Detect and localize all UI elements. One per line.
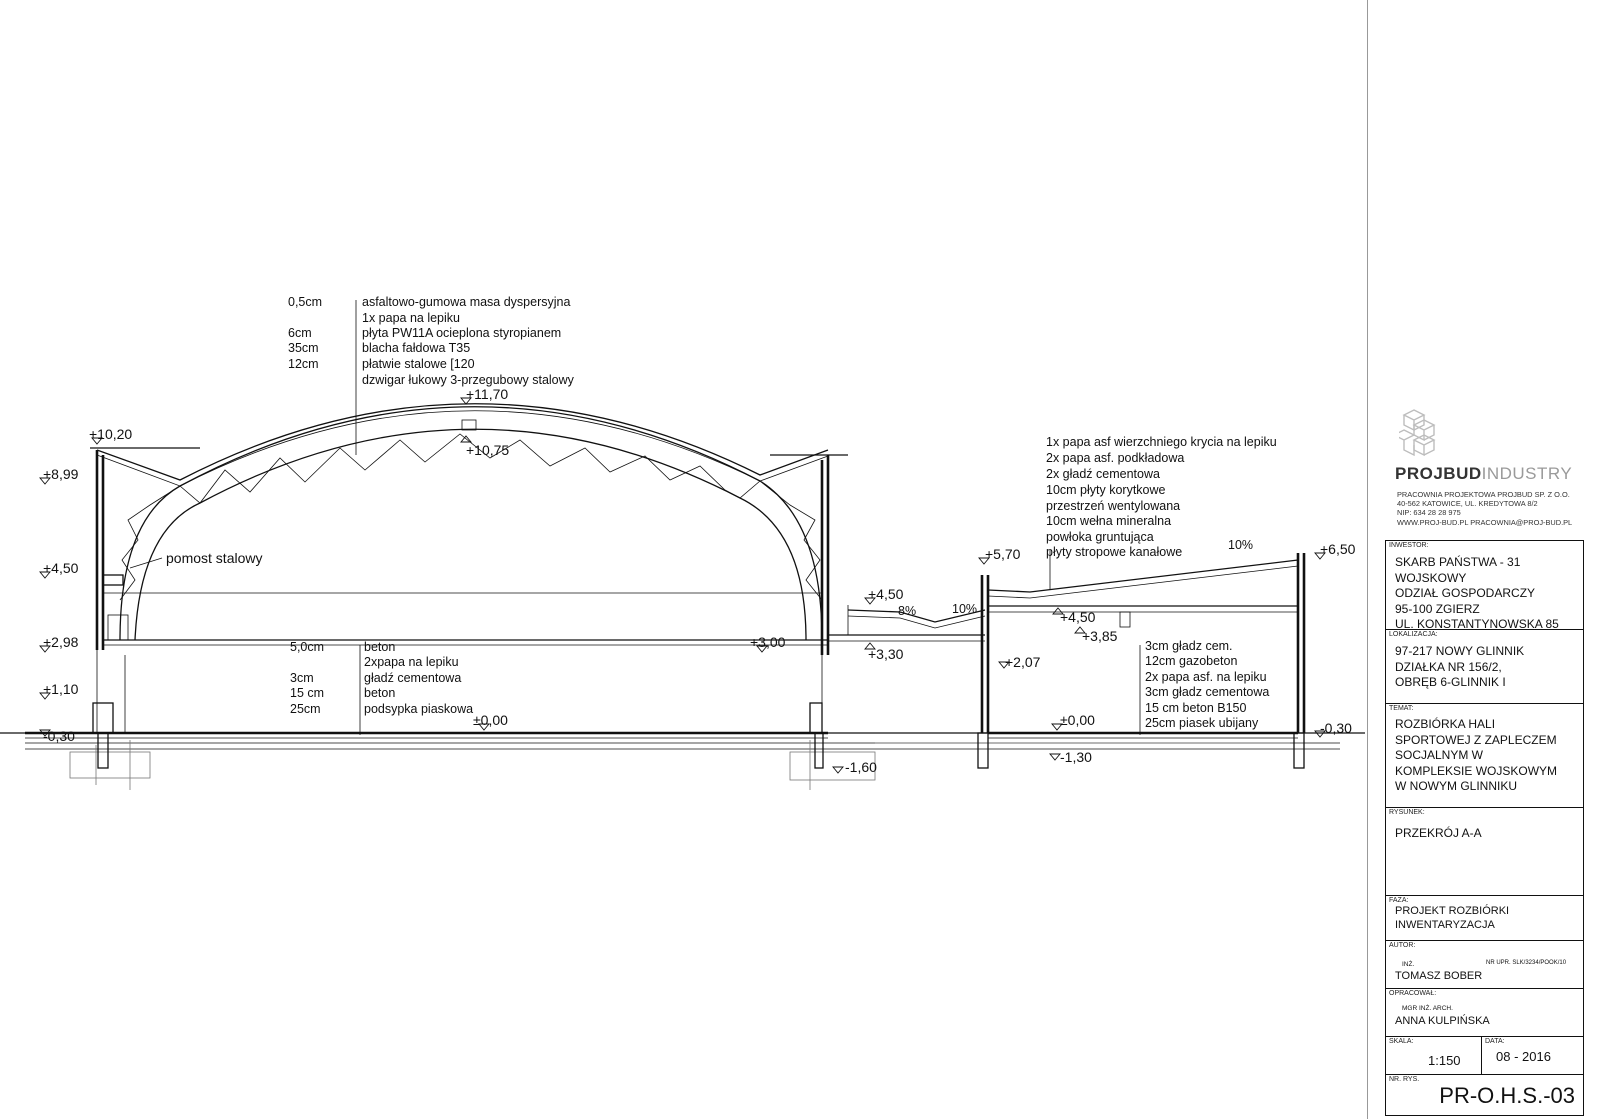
annex-roof-layer: 10cm wełna mineralna: [1046, 514, 1171, 528]
roof-layer-desc: 1x papa na lepiku: [362, 311, 460, 325]
annex-roof-layer: powłoka gruntująca: [1046, 530, 1154, 544]
annex-roof-layer: 10cm płyty korytkowe: [1046, 483, 1166, 497]
level-450-left: +4,50: [43, 560, 79, 576]
annex-roof-layer: 2x papa asf. podkładowa: [1046, 451, 1184, 465]
roof-layer-thickness: 0,5cm: [288, 295, 322, 309]
author-section: AUTOR: INŻ. NR UPR. SLK/3234/POOK/10 TOM…: [1386, 941, 1583, 989]
subject-section: TEMAT: ROZBIÓRKA HALI SPORTOWEJ Z ZAPLEC…: [1386, 704, 1583, 808]
level-450-annex: +4,50: [1060, 609, 1096, 625]
floor-layer-desc: 2xpapa na lepiku: [364, 655, 459, 669]
level-1020: +10,20: [89, 426, 132, 442]
level-450-connector: +4,50: [868, 586, 904, 602]
annex-floor-layer: 3cm gładz cem.: [1145, 639, 1233, 653]
roof-layer-desc: płyta PW11A ocieplona styropianem: [362, 326, 561, 340]
drawing-number: PR-O.H.S.-03: [1439, 1083, 1575, 1108]
roof-layer-desc: płatwie stalowe [120: [362, 357, 475, 371]
annex-floor-layer: 3cm gładz cementowa: [1145, 685, 1269, 699]
phase-section: FAZA: PROJEKT ROZBIÓRKI INWENTARYZACJA: [1386, 896, 1583, 941]
roof-layer-thickness: 12cm: [288, 357, 319, 371]
roof-layer-thickness: 6cm: [288, 326, 312, 340]
floor-layer-desc: beton: [364, 686, 395, 700]
annex-floor-layer: 2x papa asf. na lepiku: [1145, 670, 1267, 684]
level-110: +1,10: [43, 681, 79, 697]
floor-layer-thickness: 25cm: [290, 702, 321, 716]
floor-layer-desc: gładź cementowa: [364, 671, 461, 685]
level-minus130: -1,30: [1060, 749, 1092, 765]
floor-layer-desc: beton: [364, 640, 395, 654]
annex-floor-legend: 3cm gładz cem. 12cm gazobeton 2x papa as…: [1145, 639, 1269, 730]
floor-layer-desc: podsypka piaskowa: [364, 702, 473, 716]
level-650: +6,50: [1320, 541, 1356, 557]
annex-roof-layer: 1x papa asf wierzchniego krycia na lepik…: [1046, 435, 1277, 449]
level-207: +2,07: [1005, 654, 1041, 670]
investor-section: INWESTOR: SKARB PAŃSTWA - 31 WOJSKOWY OD…: [1386, 541, 1583, 631]
prepared-by-section: OPRACOWAŁ: MGR INŻ. ARCH. ANNA KULPIŃSKA: [1386, 989, 1583, 1037]
floor-layer-thickness: 15 cm: [290, 686, 324, 700]
sheet-border: [1367, 0, 1368, 1119]
connector-section: [828, 605, 986, 642]
level-minus030-right: -0,30: [1320, 720, 1352, 736]
level-570: +5,70: [985, 546, 1021, 562]
company-address: PRACOWNIA PROJEKTOWA PROJBUD SP. Z O.O. …: [1397, 490, 1573, 527]
roof-layer-desc: dzwigar łukowy 3-przegubowy stalowy: [362, 373, 575, 387]
title-block: INWESTOR: SKARB PAŃSTWA - 31 WOJSKOWY OD…: [1385, 540, 1584, 1116]
level-298: +2,98: [43, 634, 79, 650]
annex-roof-layer: płyty stropowe kanałowe: [1046, 545, 1182, 559]
company-logo-block: PROJBUDINDUSTRY PRACOWNIA PROJEKTOWA PRO…: [1385, 408, 1584, 533]
brand-name: PROJBUDINDUSTRY: [1395, 464, 1573, 483]
level-330: +3,30: [868, 646, 904, 662]
level-899: +8,99: [43, 466, 79, 482]
roof-layers-legend: 0,5cm asfaltowo-gumowa masa dyspersyjna …: [288, 295, 575, 387]
drawing-section: RYSUNEK: PRZEKRÓJ A-A: [1386, 808, 1583, 896]
roof-layer-thickness: 35cm: [288, 341, 319, 355]
ground-lines: [0, 732, 1365, 790]
pomost-label: pomost stalowy: [166, 550, 262, 566]
annex-section: [977, 550, 1306, 769]
level-1075: +10,75: [466, 442, 509, 458]
floor-layers-legend: 5,0cm beton 2xpapa na lepiku 3cm gładź c…: [290, 640, 473, 716]
sports-hall-section: [25, 300, 848, 769]
level-300: +3,00: [750, 634, 786, 650]
level-markers: [39, 397, 1326, 774]
annex-floor-layer: 25cm piasek ubijany: [1145, 716, 1259, 730]
annex-floor-layer: 12cm gazobeton: [1145, 654, 1237, 668]
slope-10-annex: 10%: [1228, 538, 1253, 552]
floor-layer-thickness: 5,0cm: [290, 640, 324, 654]
slope-labels: 8% 10% 10%: [898, 538, 1253, 618]
level-labels: +11,70 +10,75 +10,20 +8,99 +4,50 +2,98 +…: [43, 386, 1356, 775]
cube-logo-icon: [1399, 409, 1436, 457]
annex-roof-legend: 1x papa asf wierzchniego krycia na lepik…: [1046, 435, 1277, 559]
slope-8: 8%: [898, 604, 916, 618]
roof-layer-desc: asfaltowo-gumowa masa dyspersyjna: [362, 295, 570, 309]
level-minus160: -1,60: [845, 759, 877, 775]
annex-roof-layer: przestrzeń wentylowana: [1046, 499, 1180, 513]
cross-section-drawing: +11,70 +10,75 +10,20 +8,99 +4,50 +2,98 +…: [0, 295, 1365, 790]
slope-10-connector: 10%: [952, 602, 977, 616]
level-000-hall: ±0,00: [473, 712, 508, 728]
scale-date-section: SKALA: 1:150 DATA: 08 - 2016: [1386, 1037, 1583, 1075]
level-minus030-left: -0,30: [43, 728, 75, 744]
drawing-number-section: NR. RYS. PR-O.H.S.-03: [1389, 1076, 1575, 1108]
roof-layer-desc: blacha fałdowa T35: [362, 341, 470, 355]
location-section: LOKALIZACJA: 97-217 NOWY GLINNIK DZIAŁKA…: [1386, 630, 1583, 704]
annex-roof-layer: 2x gładź cementowa: [1046, 467, 1160, 481]
annex-floor-layer: 15 cm beton B150: [1145, 701, 1247, 715]
level-000-annex: ±0,00: [1060, 712, 1095, 728]
level-1170: +11,70: [466, 386, 508, 402]
level-385: +3,85: [1082, 628, 1118, 644]
floor-layer-thickness: 3cm: [290, 671, 314, 685]
